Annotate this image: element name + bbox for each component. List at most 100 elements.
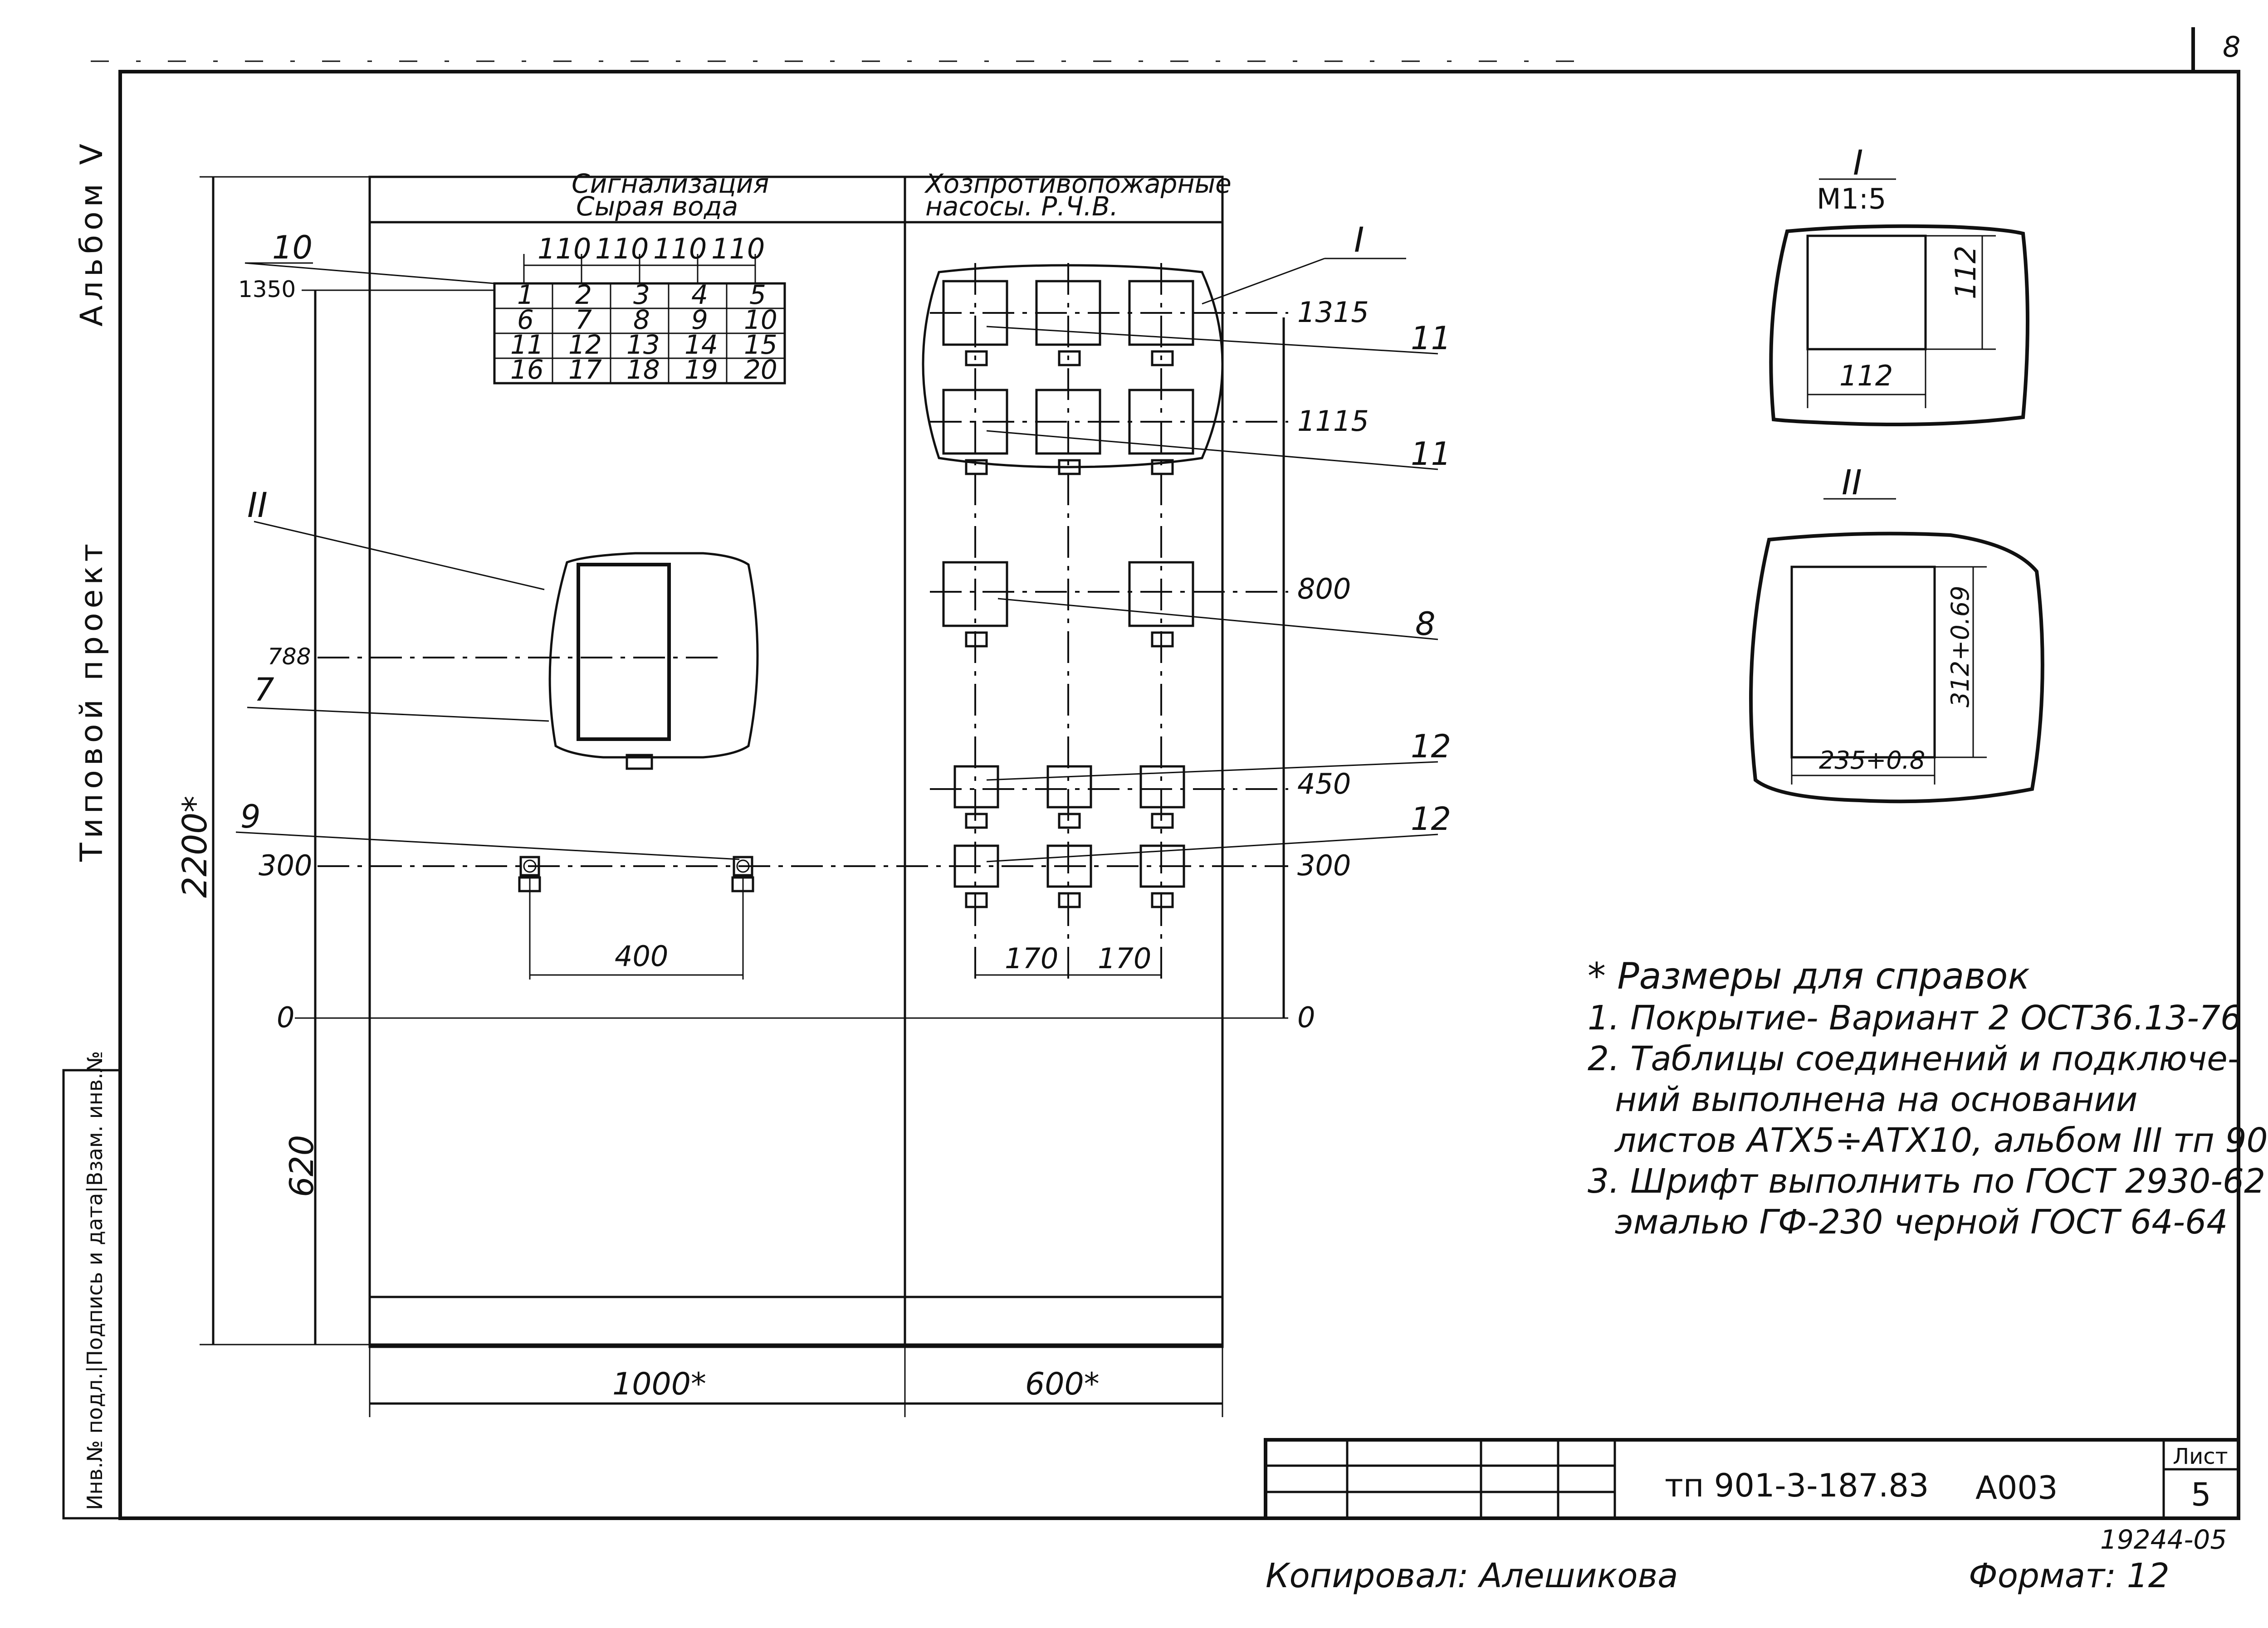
sheet-code: А003 (1975, 1469, 2058, 1506)
inv-stamp-box (62, 1069, 122, 1520)
grid-cell: 15 (744, 329, 777, 360)
button-tag (1151, 892, 1174, 908)
level-1315-label: 1315 (1297, 296, 1369, 329)
callout-11-top: 11 (1411, 320, 1451, 357)
detail-I: I М1:5 112 112 (1769, 142, 2029, 426)
grid-cell: 7 (575, 304, 592, 335)
grid-cell: 19 (684, 354, 718, 385)
format-label: Формат: 12 (1969, 1556, 2170, 1595)
grid-cell: 11 (510, 329, 544, 360)
grid-cell: 8 (633, 304, 650, 335)
callout-I: I (1354, 219, 1364, 260)
button-tag (1058, 892, 1081, 908)
note-2a: 2. Таблицы соединений и подключе- (1588, 1039, 2239, 1078)
detail-II-title: II (1842, 462, 1862, 502)
note-2b: ний выполнена на основании (1615, 1080, 2138, 1119)
level-0-left-label: 0 (277, 1001, 294, 1034)
note-reference: * Размеры для справок (1588, 955, 2030, 997)
callout-8: 8 (1415, 605, 1436, 643)
pump-group-800 (930, 561, 1288, 648)
pump-axes (974, 263, 1162, 980)
detail-II: II 312+0.69 235+0.8 (1749, 462, 2044, 804)
side-project-label: Типовой проект (74, 539, 110, 862)
pump-spacing-2: 170 (1098, 942, 1151, 975)
grid-cell: 20 (744, 354, 777, 385)
device-window (577, 563, 671, 741)
copied-by: Копировал: Алешикова (1266, 1556, 1678, 1595)
left-lamps: 400 (518, 856, 754, 980)
grid-col-dim: 110 (538, 232, 591, 265)
note-2c: листов АТХ5÷АТХ10, альбом III тп 901-3- (1614, 1121, 2268, 1160)
corner-mark: 8 (2223, 30, 2240, 63)
width-left-label: 1000* (612, 1366, 706, 1402)
detail-II-window (1790, 565, 1936, 759)
pump-group-small: 170 170 (930, 765, 1288, 976)
panel-outline (368, 175, 1224, 1348)
pump-tag (1151, 350, 1174, 366)
pump-tag (965, 350, 988, 366)
pump-group-top (922, 264, 1288, 475)
note-3a: 3. Шрифт выполнить по ГОСТ 2930-62 (1588, 1162, 2265, 1201)
left-margin: Альбом V Типовой проект Инв.№ подл.|Подп… (62, 139, 122, 1520)
grid-cell: 1 (517, 279, 534, 310)
header-right-line2: насосы. Р.Ч.В. (925, 191, 1118, 222)
grid-cell: 6 (517, 304, 534, 335)
grid-col-dim: 110 (653, 232, 707, 265)
pump-spacing-1: 170 (1005, 942, 1058, 975)
note-1: 1. Покрытие- Вариант 2 ОСТ36.13-76 (1588, 999, 2242, 1038)
callout-12-top: 12 (1411, 728, 1451, 765)
footer: 19244-05 Копировал: Алешикова Формат: 12 (1266, 1524, 2227, 1595)
grid-cell: 9 (691, 304, 708, 335)
button-indicator (1046, 765, 1092, 809)
note-3b: эмалью ГФ-230 черной ГОСТ 64-64 (1615, 1203, 2228, 1242)
callout-7: 7 (254, 671, 274, 708)
archive-number: 19244-05 (2100, 1524, 2227, 1555)
grid-cell: 2 (575, 279, 592, 310)
grid-cell: 4 (691, 279, 708, 310)
callouts: 10 I II 7 9 11 11 8 12 12 (235, 219, 1451, 863)
level-300-right-label: 300 (1297, 849, 1351, 882)
pump-indicator (942, 561, 1008, 627)
grid-col-dim: 110 (595, 232, 649, 265)
level-1350-label: 1350 (238, 276, 296, 302)
button-tag (1151, 813, 1174, 829)
grid-cell: 5 (749, 279, 766, 310)
height-base-label: 620 (283, 1135, 321, 1197)
callout-II: II (247, 485, 268, 525)
left-level-dims: 2200* 1350 788 300 0 620 (176, 176, 494, 1345)
sheet-label: Лист (2173, 1444, 2228, 1469)
pump-tag (1058, 350, 1081, 366)
grid-cell: 14 (684, 329, 718, 360)
frame-border (118, 70, 2240, 1520)
side-album-label: Альбом V (74, 139, 110, 327)
detail-I-height: 112 (1949, 246, 1982, 299)
detail-I-title: I (1853, 142, 1863, 183)
pump-tag (1151, 459, 1174, 475)
width-dims: 1000* 600* (369, 1345, 1223, 1417)
inv-stamp-text: Инв.№ подл.|Подпись и дата|Взам. инв.№ (83, 1051, 108, 1510)
lamp-spacing-label: 400 (615, 940, 668, 973)
grid-cell: 16 (510, 354, 544, 385)
button-tag (965, 892, 988, 908)
pump-tag (965, 631, 988, 648)
callout-11-bottom: 11 (1411, 435, 1451, 473)
right-level-dims: 1315 1115 800 450 300 0 (1282, 296, 1369, 1034)
detail-II-width: 235+0.8 (1819, 746, 1925, 775)
level-788-label: 788 (268, 643, 311, 670)
device-tag (626, 754, 653, 770)
button-tag (965, 813, 988, 829)
level-300-left-label: 300 (259, 849, 312, 882)
button-indicator (1046, 844, 1092, 888)
header-left-line2: Сырая вода (576, 191, 738, 222)
doc-code: тп 901-3-187.83 (1665, 1467, 1929, 1504)
grid-cell: 3 (633, 279, 650, 310)
header-left-line1: Сигнализация (572, 168, 769, 199)
title-block-frame (1264, 1438, 2240, 1520)
callout-10: 10 (272, 229, 313, 266)
detail-I-cutout-outline (922, 264, 1224, 468)
detail-I-scale: М1:5 (1817, 182, 1886, 215)
pump-tag (1151, 631, 1174, 648)
button-tag (1058, 813, 1081, 829)
pump-tag (965, 459, 988, 475)
